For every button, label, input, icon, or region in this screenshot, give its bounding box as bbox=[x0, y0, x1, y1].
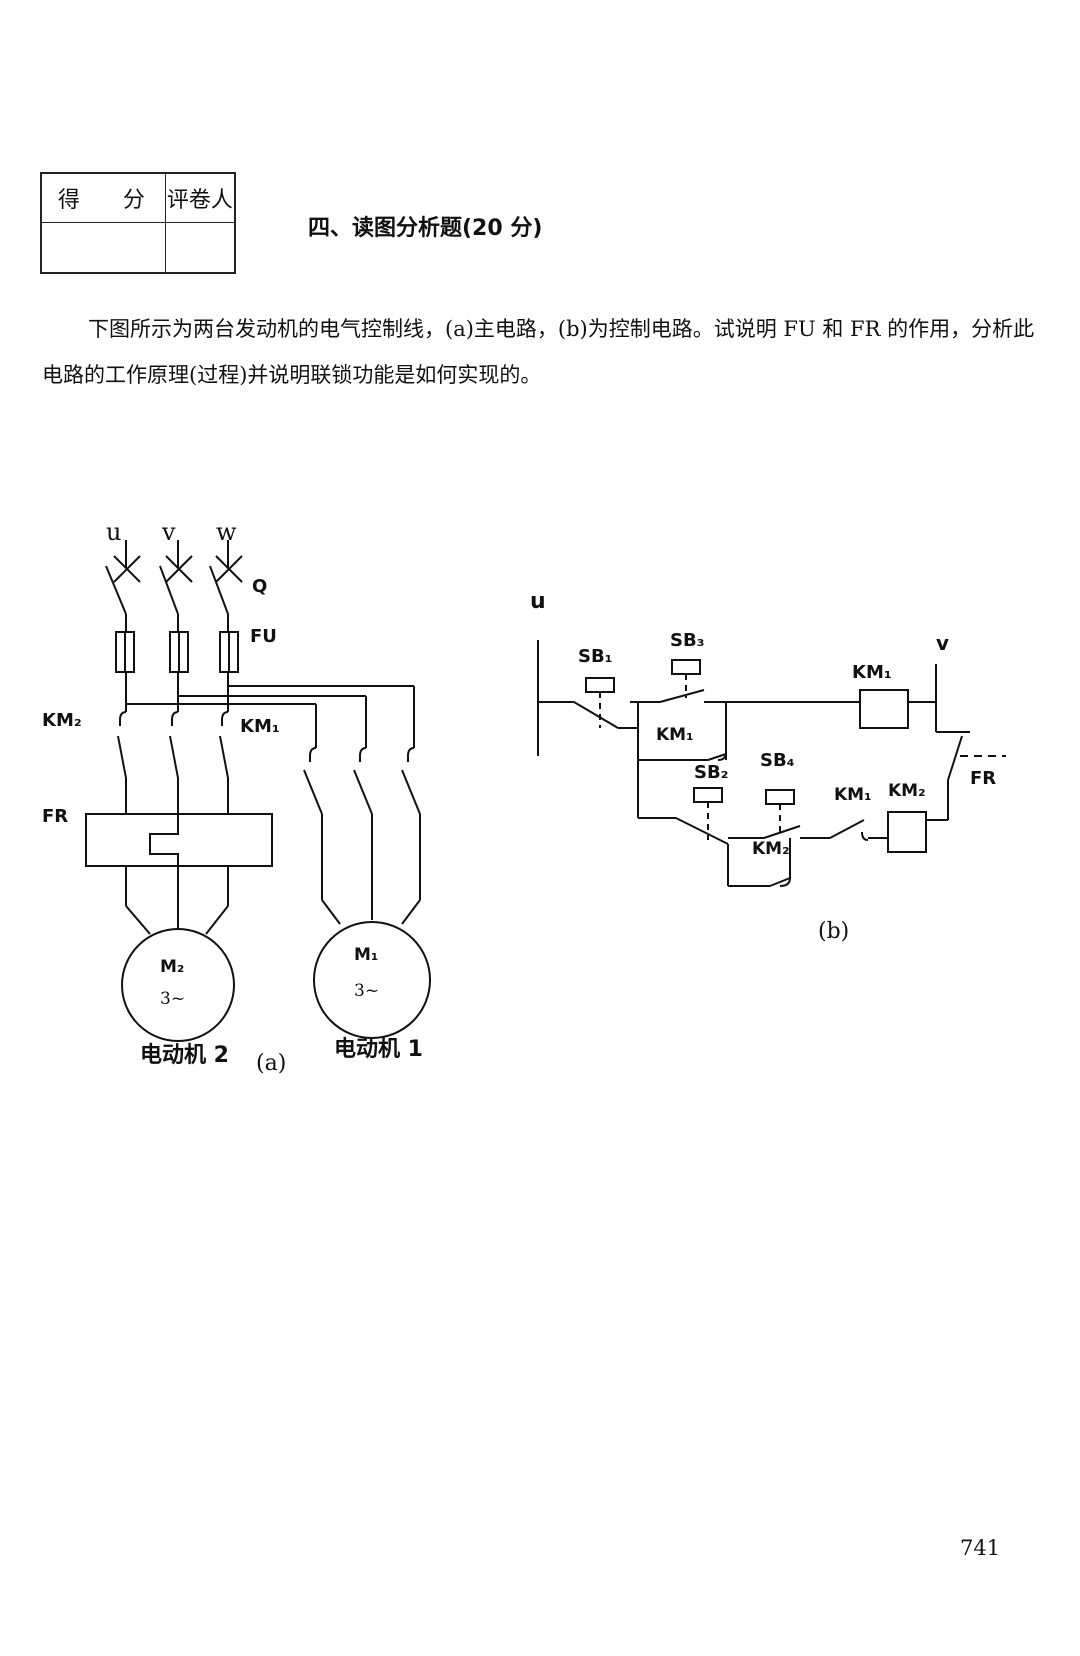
km2-main-contacts bbox=[117, 711, 229, 814]
motor1-name: M₁ bbox=[354, 945, 378, 965]
km1-coil-label: KM₁ bbox=[852, 662, 892, 683]
km1-coil bbox=[859, 689, 936, 729]
motor-1 bbox=[313, 899, 431, 1039]
section-title: 四、读图分析题(20 分) bbox=[308, 216, 543, 241]
km2-coil-label: KM₂ bbox=[888, 781, 926, 801]
sb3-label: SB₃ bbox=[670, 630, 705, 651]
fr-contact-label: FR bbox=[970, 768, 996, 789]
page-number: 741 bbox=[960, 1536, 1001, 1560]
km1-holding-label: KM₁ bbox=[656, 725, 694, 745]
score-table: 得 分 评卷人 bbox=[40, 172, 236, 274]
km1-holding-contact bbox=[638, 702, 727, 761]
contactor-km2-label: KM₂ bbox=[42, 710, 82, 731]
motor2-caption: 电动机 2 bbox=[140, 1043, 229, 1068]
figure-b-label: (b) bbox=[818, 919, 849, 944]
isolator-switch-q bbox=[105, 540, 243, 615]
thermal-relay-fr bbox=[85, 813, 273, 906]
start-button-sb4 bbox=[728, 789, 830, 839]
motor-2 bbox=[121, 905, 235, 1042]
motor2-type: 3~ bbox=[160, 989, 185, 1009]
phase-u-label: u bbox=[106, 518, 121, 546]
km1-main-contacts bbox=[303, 747, 421, 900]
km2-holding-contact bbox=[728, 838, 791, 887]
grader-cell[interactable] bbox=[164, 222, 236, 274]
start-button-sb3 bbox=[659, 659, 860, 703]
sb1-label: SB₁ bbox=[578, 646, 613, 667]
fuse-fu-label: FU bbox=[250, 626, 277, 647]
terminal-u-label: u bbox=[530, 589, 546, 614]
score-header: 得 分 bbox=[40, 172, 166, 223]
phase-w-label: w bbox=[216, 518, 237, 546]
km2-coil bbox=[887, 811, 948, 853]
figure-a-label: (a) bbox=[256, 1051, 286, 1076]
km1-interlock-label: KM₁ bbox=[834, 785, 872, 805]
control-circuit-diagram: u v SB₁ SB₃ KM₁ bbox=[530, 589, 1006, 944]
question-body: 下图所示为两台发动机的电气控制线，(a)主电路，(b)为控制电路。试说明 FU … bbox=[42, 317, 1035, 387]
sb4-label: SB₄ bbox=[760, 750, 795, 771]
km1-interlock-contact bbox=[829, 819, 888, 841]
sb2-label: SB₂ bbox=[694, 762, 729, 783]
stop-button-sb2 bbox=[675, 787, 729, 886]
stop-button-sb1 bbox=[573, 677, 638, 729]
motor1-type: 3~ bbox=[354, 981, 379, 1001]
switch-q-label: Q bbox=[252, 576, 267, 597]
overload-fr-label: FR bbox=[42, 806, 68, 827]
terminal-v-label: v bbox=[936, 631, 949, 655]
motor1-caption: 电动机 1 bbox=[334, 1037, 423, 1062]
grader-header: 评卷人 bbox=[164, 172, 236, 223]
km2-holding-label: KM₂ bbox=[752, 839, 790, 859]
fr-contact bbox=[936, 731, 1006, 820]
score-cell[interactable] bbox=[40, 222, 166, 274]
contactor-km1-label: KM₁ bbox=[240, 716, 280, 737]
motor1-supply-bus bbox=[126, 685, 415, 748]
main-circuit-diagram: u v w Q FU bbox=[42, 518, 431, 1076]
motor2-name: M₂ bbox=[160, 957, 184, 977]
phase-v-label: v bbox=[161, 518, 176, 546]
fuse-fu bbox=[115, 614, 239, 712]
question-text: 下图所示为两台发动机的电气控制线，(a)主电路，(b)为控制电路。试说明 FU … bbox=[42, 306, 1042, 398]
